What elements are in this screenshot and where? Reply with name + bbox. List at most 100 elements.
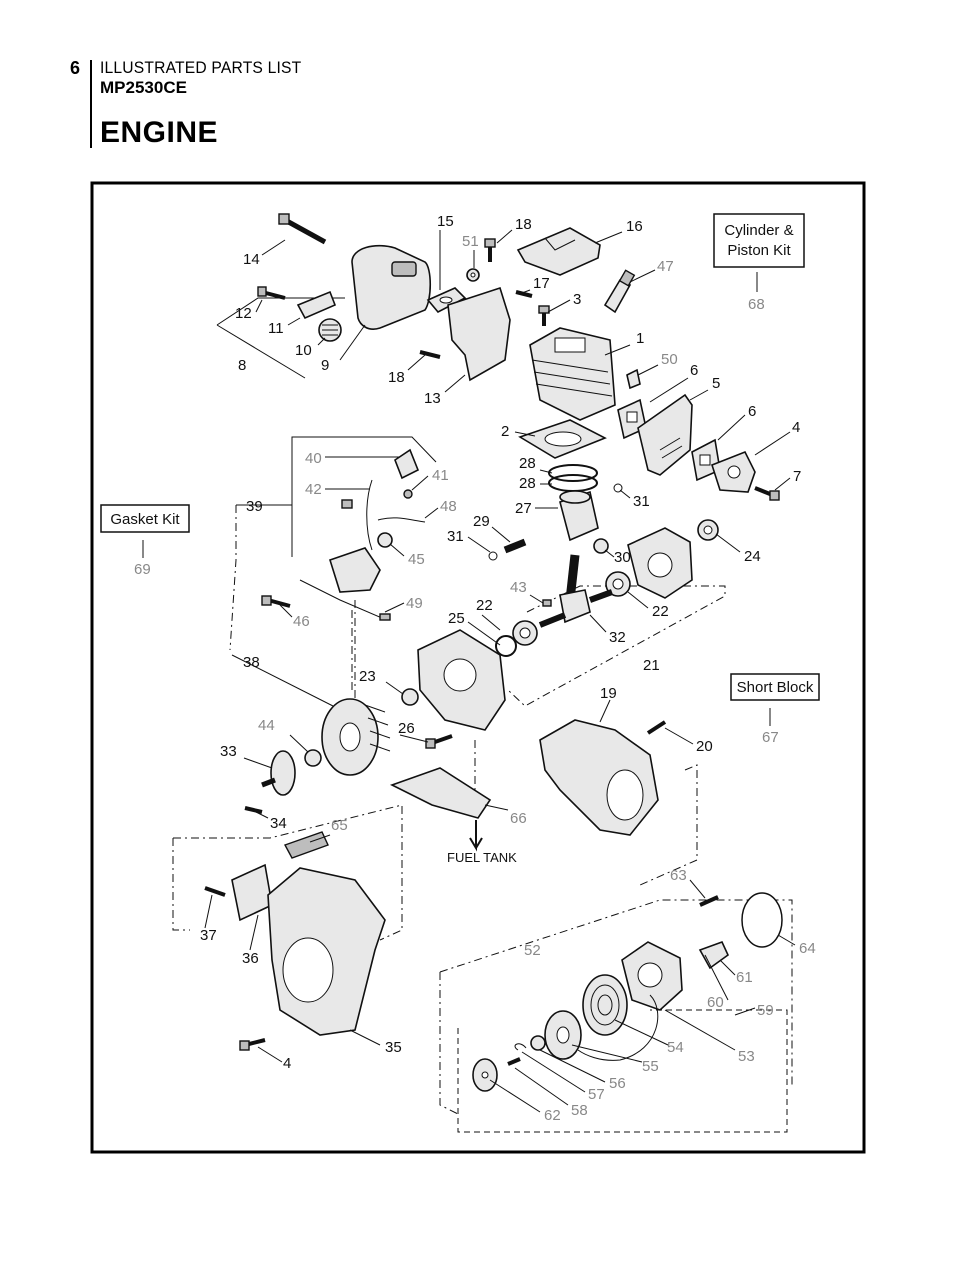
spring-part bbox=[403, 489, 413, 499]
callout-25: 25 bbox=[448, 610, 465, 627]
callout-24: 24 bbox=[744, 548, 761, 565]
crankshaft-part bbox=[538, 554, 614, 628]
fuel-tank-arrow bbox=[469, 820, 483, 852]
callout-28-lower: 28 bbox=[519, 475, 536, 492]
woodruff-key-part bbox=[542, 599, 552, 607]
screw-part bbox=[507, 1057, 521, 1066]
header-divider bbox=[90, 60, 92, 148]
callout-54: 54 bbox=[667, 1039, 684, 1056]
screw-part bbox=[239, 1038, 266, 1051]
callout-9: 9 bbox=[321, 357, 329, 374]
callout-4-lower: 4 bbox=[283, 1055, 291, 1072]
callout-18-lower: 18 bbox=[388, 369, 405, 386]
leader-lines bbox=[204, 229, 796, 1113]
callout-1: 1 bbox=[636, 330, 644, 347]
callout-64: 64 bbox=[799, 940, 816, 957]
insulator-part bbox=[637, 393, 693, 476]
callout-49: 49 bbox=[406, 595, 423, 612]
callout-65: 65 bbox=[331, 817, 348, 834]
screw-part bbox=[425, 734, 453, 749]
clutch-part bbox=[261, 750, 296, 796]
starter-plate-part bbox=[472, 1058, 498, 1092]
clip-part bbox=[626, 368, 641, 390]
callout-63: 63 bbox=[670, 867, 687, 884]
starter-pulley-part bbox=[544, 1010, 582, 1060]
callout-7: 7 bbox=[793, 468, 801, 485]
piston-rings-part bbox=[548, 464, 598, 492]
recoil-spring-part bbox=[582, 974, 628, 1036]
screw-part bbox=[419, 350, 441, 359]
callout-5: 5 bbox=[712, 375, 720, 392]
label-part bbox=[283, 831, 329, 859]
callout-4: 4 bbox=[792, 419, 800, 436]
callout-6: 6 bbox=[690, 362, 698, 379]
callout-31-lower: 31 bbox=[447, 528, 464, 545]
screw-part bbox=[257, 286, 286, 300]
callout-17: 17 bbox=[533, 275, 550, 292]
callout-60: 60 bbox=[707, 994, 724, 1011]
screw-part bbox=[699, 895, 719, 907]
muffler-part bbox=[351, 244, 432, 330]
air-filter-cover-part bbox=[267, 867, 386, 1036]
needle-bearing-part bbox=[593, 538, 609, 554]
oil-seal-part bbox=[697, 519, 719, 541]
ball-bearing-part bbox=[512, 620, 538, 646]
callout-36: 36 bbox=[242, 950, 259, 967]
callout-47: 47 bbox=[657, 258, 674, 275]
callout-34: 34 bbox=[270, 815, 287, 832]
ignition-module-part bbox=[329, 448, 426, 593]
kit-number: 67 bbox=[762, 729, 779, 746]
callout-35: 35 bbox=[385, 1039, 402, 1056]
callout-56: 56 bbox=[609, 1075, 626, 1092]
callout-27: 27 bbox=[515, 500, 532, 517]
nut-part bbox=[466, 268, 480, 282]
screw-part bbox=[484, 238, 496, 262]
carburetor-adaptor-part bbox=[711, 450, 756, 493]
air-filter-part bbox=[231, 863, 273, 922]
callout-8: 8 bbox=[238, 357, 246, 374]
fuel-tank-bracket-part bbox=[389, 767, 492, 819]
muffler-gasket-part bbox=[426, 287, 467, 314]
oil-seal-part bbox=[495, 635, 517, 657]
fan-housing-part bbox=[539, 719, 659, 836]
callout-15: 15 bbox=[437, 213, 454, 230]
callout-16: 16 bbox=[626, 218, 643, 235]
screw-part bbox=[204, 886, 226, 897]
callout-61: 61 bbox=[736, 969, 753, 986]
callout-12: 12 bbox=[235, 305, 252, 322]
assembly-group-lines bbox=[172, 297, 793, 1133]
callout-37: 37 bbox=[200, 927, 217, 944]
cylinder-base-gasket-part bbox=[518, 419, 607, 459]
callout-26: 26 bbox=[398, 720, 415, 737]
callout-28: 28 bbox=[519, 455, 536, 472]
callout-50: 50 bbox=[661, 351, 678, 368]
callout-22-right: 22 bbox=[652, 603, 669, 620]
callout-42: 42 bbox=[305, 481, 322, 498]
starter-housing-part bbox=[621, 941, 683, 1011]
diagram-frame bbox=[90, 181, 866, 1154]
callout-21: 21 bbox=[643, 657, 660, 674]
screw-part bbox=[244, 806, 263, 814]
spark-plug-part bbox=[603, 269, 636, 314]
callout-59: 59 bbox=[757, 1002, 774, 1019]
fuel-tank-label: FUEL TANK bbox=[447, 850, 517, 865]
screw-part bbox=[515, 290, 533, 298]
nut-part bbox=[304, 749, 322, 767]
washer-part bbox=[401, 688, 419, 706]
short-block-kit-box: Short Block 67 bbox=[730, 673, 820, 746]
heat-shield-bracket-part bbox=[447, 286, 511, 382]
gasket-kit-box: Gasket Kit 69 bbox=[100, 504, 190, 578]
callout-55: 55 bbox=[642, 1058, 659, 1075]
callout-38: 38 bbox=[243, 654, 260, 671]
piston-part bbox=[559, 490, 599, 542]
callout-45: 45 bbox=[408, 551, 425, 568]
callout-19: 19 bbox=[600, 685, 617, 702]
document-title: ILLUSTRATED PARTS LIST bbox=[100, 58, 302, 77]
callout-52: 52 bbox=[524, 942, 541, 959]
callout-13: 13 bbox=[424, 390, 441, 407]
callout-32: 32 bbox=[609, 629, 626, 646]
screw-part bbox=[646, 720, 667, 735]
callout-53: 53 bbox=[738, 1048, 755, 1065]
callout-numbers: 14 15 51 18 16 47 17 3 12 11 10 8 9 18 1… bbox=[200, 213, 816, 1124]
starter-handle-part bbox=[698, 940, 730, 970]
